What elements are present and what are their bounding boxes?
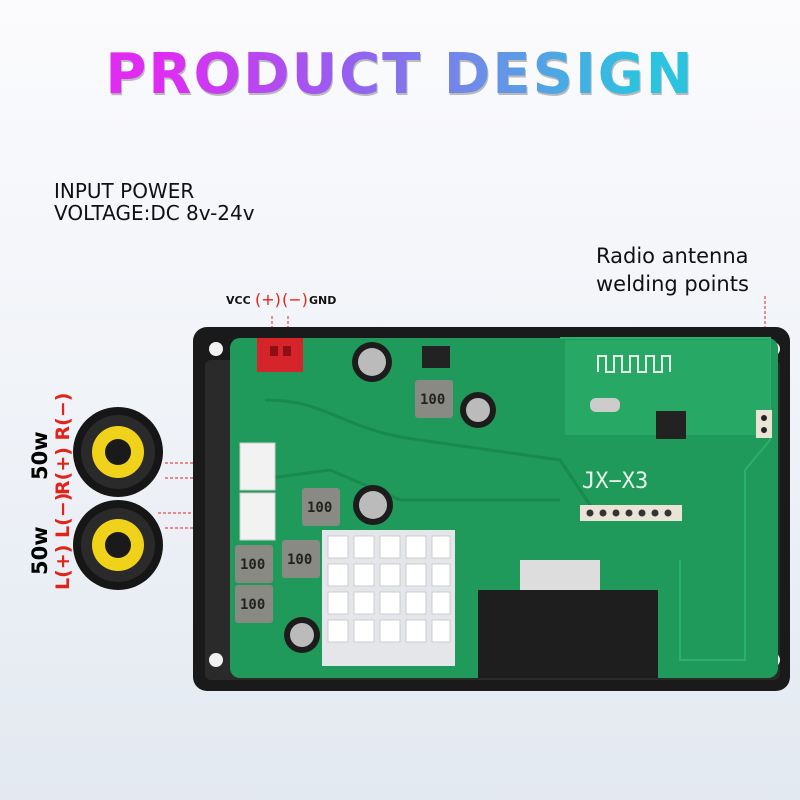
speaker-left: [73, 500, 163, 590]
mount-hole: [209, 342, 223, 356]
speaker-left-labels: L(+) L(−): [52, 493, 74, 590]
crystal: [590, 398, 620, 412]
inductor: 100: [282, 540, 320, 578]
speaker-leaders: [158, 462, 193, 529]
speaker-connector-right[interactable]: [239, 442, 276, 491]
speaker-connector-left[interactable]: [239, 492, 276, 541]
svg-text:100: 100: [240, 597, 265, 613]
antenna-pads: [756, 410, 772, 438]
speaker-left-neg: L(−): [52, 492, 74, 538]
svg-text:100: 100: [420, 392, 445, 408]
speaker-right-neg: R(−): [52, 392, 74, 441]
gnd-label: GND: [309, 294, 337, 307]
input-power-label: INPUT POWER VOLTAGE:DC 8v-24v: [54, 180, 255, 224]
vcc-plus-label: (+): [255, 290, 281, 309]
ic-chip: [422, 346, 450, 368]
board-model: JX−X3: [582, 469, 648, 494]
power-connector[interactable]: [257, 338, 303, 372]
ribbon-pins: [520, 560, 600, 590]
svg-text:100: 100: [287, 552, 312, 568]
antenna-line1: Radio antenna: [596, 244, 749, 268]
antenna-label: Radio antenna welding points: [596, 242, 749, 298]
speaker-right-pos: R(+): [52, 447, 74, 495]
svg-text:100: 100: [240, 557, 265, 573]
svg-text:100: 100: [307, 500, 332, 516]
inductor: 100: [235, 585, 273, 623]
speaker-left-pos: L(+): [52, 544, 74, 590]
speaker-right: [73, 407, 163, 497]
bt-chip: [656, 411, 686, 439]
page-title: PRODUCT DESIGN: [0, 42, 800, 107]
inductor: 100: [415, 380, 453, 418]
speaker-right-labels: R(+) R(−): [52, 393, 74, 495]
speaker-left-power: 50w: [28, 526, 52, 575]
inductor: 100: [235, 545, 273, 583]
mount-hole: [209, 653, 223, 667]
header-pins: [580, 505, 682, 521]
input-power-line1: INPUT POWER: [54, 179, 195, 203]
input-power-line2: VOLTAGE:DC 8v-24v: [54, 201, 255, 225]
inductor: 100: [302, 488, 340, 526]
speaker-right-power: 50w: [28, 431, 52, 480]
vcc-label: VCC: [226, 294, 251, 307]
gnd-minus-label: (−): [282, 290, 308, 309]
antenna-line2: welding points: [596, 272, 749, 296]
pcb-antenna: [597, 355, 671, 373]
display-area: [478, 590, 658, 678]
heatsink: [322, 530, 455, 666]
